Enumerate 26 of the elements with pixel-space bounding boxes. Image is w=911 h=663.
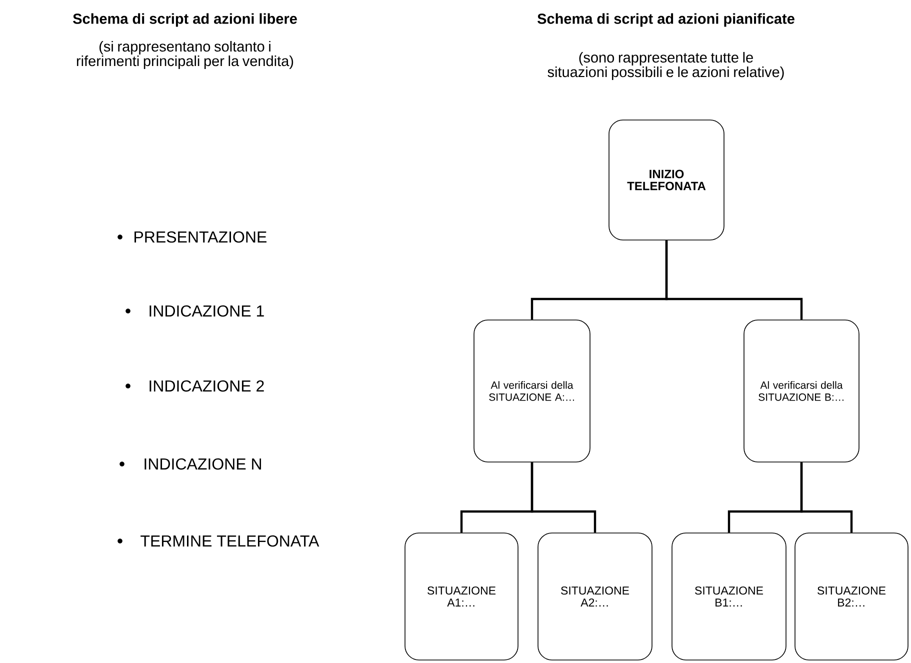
box-text: SITUAZIONE B1:… xyxy=(695,586,763,606)
subheading: (sono rappresentate tutte le situazioni possibili e le azioni relative) xyxy=(548,52,784,80)
rounded-box xyxy=(672,532,786,660)
connector xyxy=(530,462,596,533)
box-text: SITUAZIONE A2:… xyxy=(561,586,629,606)
rounded-box xyxy=(404,532,518,660)
list-item: INDICAZIONE N xyxy=(144,458,261,470)
box-text: SITUAZIONE B2:… xyxy=(818,586,886,606)
list-item: INDICAZIONE 1 xyxy=(150,305,264,317)
subheading: (si rappresentano soltanto i riferimenti principali per la vendita) xyxy=(76,40,294,70)
connector xyxy=(665,240,803,320)
heading: Schema di script ad azioni pianificate xyxy=(538,13,794,27)
rounded-box xyxy=(474,320,590,462)
rounded-box xyxy=(608,120,724,240)
box-text: SITUAZIONE A1:… xyxy=(428,586,496,606)
rounded-box xyxy=(794,532,908,660)
list-item: PRESENTAZIONE xyxy=(134,231,266,243)
box-text: Al verificarsi della SITUAZIONE B:… xyxy=(758,381,844,401)
connector xyxy=(800,462,853,533)
list-item: INDICAZIONE 2 xyxy=(150,380,264,392)
box-text: INIZIO TELEFONATA xyxy=(627,170,706,190)
rounded-box xyxy=(538,532,652,660)
rounded-box xyxy=(744,320,860,462)
heading: Schema di script ad azioni libere xyxy=(73,13,297,27)
list-item: TERMINE TELEFONATA xyxy=(140,535,320,547)
box-text: Al verificarsi della SITUAZIONE A:… xyxy=(489,381,574,401)
